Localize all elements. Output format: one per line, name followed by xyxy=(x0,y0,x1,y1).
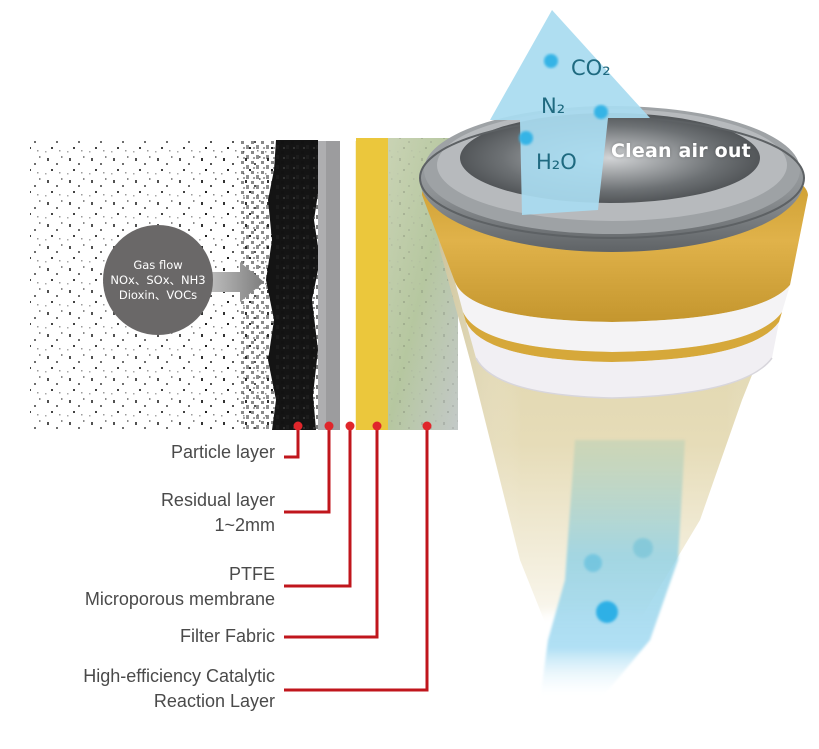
leader-lines xyxy=(284,426,429,692)
label-particle-layer: Particle layer xyxy=(170,442,275,462)
gas-flow-arrow xyxy=(210,262,264,302)
leader-fabric xyxy=(284,426,379,639)
filter-cap xyxy=(419,106,805,252)
label-catalytic-layer: High-efficiency Catalytic Reaction Layer xyxy=(83,666,275,711)
molecule-h2o: H₂O xyxy=(536,150,577,174)
molecule-n2: N₂ xyxy=(541,94,566,118)
clean-air-out-label: Clean air out xyxy=(611,140,751,162)
leader-particle xyxy=(284,426,300,459)
molecule-co2: CO₂ xyxy=(571,56,611,80)
gas-flow-bubble: Gas flow NOx、SOx、NH3 Dioxin、VOCs xyxy=(103,225,213,335)
leader-catalytic xyxy=(284,426,429,692)
gas-flow-pollutants-1: NOx、SOx、NH3 xyxy=(110,272,206,287)
gas-flow-title: Gas flow xyxy=(133,257,183,272)
cross-section xyxy=(30,138,458,430)
label-filter-fabric: Filter Fabric xyxy=(179,626,275,646)
label-residual-layer: Residual layer 1~2mm xyxy=(160,490,275,535)
leader-residual xyxy=(284,426,331,514)
gas-inflow-stream xyxy=(540,440,685,700)
leader-ptfe xyxy=(284,426,352,588)
clean-air-arrow xyxy=(490,10,650,215)
gas-flow-pollutants-2: Dioxin、VOCs xyxy=(118,287,198,302)
leader-dots xyxy=(293,421,432,431)
label-ptfe-membrane: PTFE Microporous membrane xyxy=(84,564,275,609)
